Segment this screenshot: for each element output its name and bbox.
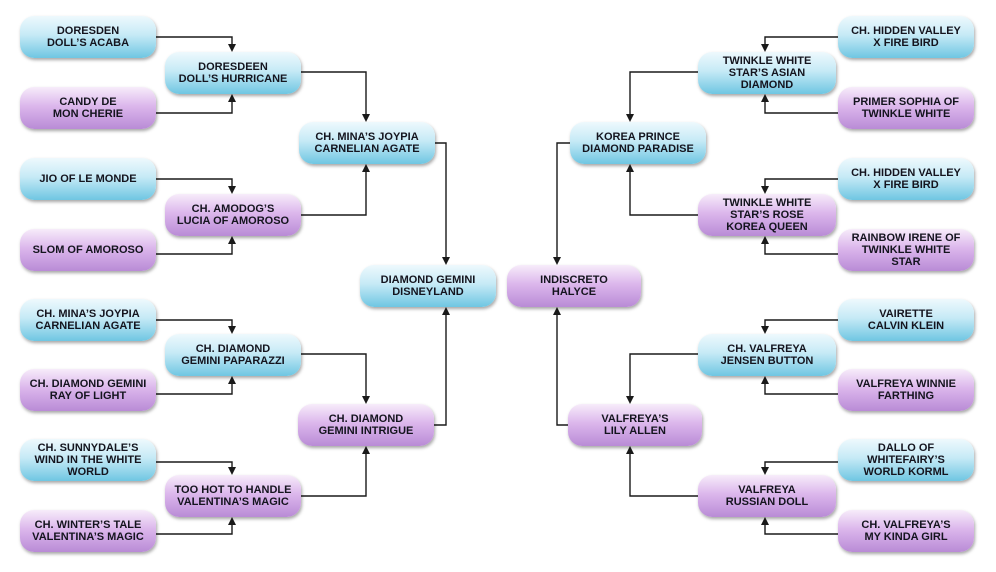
right-dam-node: VALFREYA’S LILY ALLEN <box>568 404 702 446</box>
line-r-ds-sire <box>761 319 838 334</box>
line-r-ds-dam <box>761 376 838 395</box>
left-sire-node: CH. MINA’S JOYPIA CARNELIAN AGATE <box>299 122 435 164</box>
line-r-ss-sire <box>761 36 838 52</box>
line-left-sire-sire <box>301 71 370 122</box>
right-ds-dam-node: VALFREYA WINNIE FARTHING <box>838 369 974 411</box>
line-left-sire-dam <box>301 164 370 216</box>
left-dam-dam-node: TOO HOT TO HANDLE VALENTINA’S MAGIC <box>165 475 301 517</box>
line-sd-sire <box>156 178 236 194</box>
line-r-dd-dam <box>761 517 838 535</box>
right-dam-sire-node: CH. VALFREYA JENSEN BUTTON <box>698 334 836 376</box>
line-ds-dam <box>156 376 236 395</box>
right-dd-sire-node: DALLO OF WHITEFAIRY’S WORLD KORML <box>838 439 974 481</box>
line-right-dam-sire <box>626 353 698 404</box>
line-right-sire-sire <box>626 71 698 122</box>
right-dd-dam-node: CH. VALFREYA’S MY KINDA GIRL <box>838 510 974 552</box>
right-sire-node: KOREA PRINCE DIAMOND PARADISE <box>570 122 706 164</box>
right-ss-dam-node: PRIMER SOPHIA OF TWINKLE WHITE <box>838 87 974 129</box>
right-sd-sire-node: CH. HIDDEN VALLEY X FIRE BIRD <box>838 158 974 200</box>
line-sd-dam <box>156 236 236 255</box>
line-r-sd-sire <box>761 178 838 194</box>
line-ss-sire <box>156 36 236 52</box>
line-left-dam <box>434 307 450 426</box>
left-sd-dam-node: SLOM OF AMOROSO <box>20 229 156 271</box>
left-dam-node: CH. DIAMOND GEMINI INTRIGUE <box>298 404 434 446</box>
line-right-dam <box>553 307 568 426</box>
left-ds-sire-node: CH. MINA’S JOYPIA CARNELIAN AGATE <box>20 299 156 341</box>
line-right-sire <box>553 142 570 265</box>
line-r-dd-sire <box>761 461 838 475</box>
left-ds-dam-node: CH. DIAMOND GEMINI RAY OF LIGHT <box>20 369 156 411</box>
line-ss-dam <box>156 94 236 114</box>
line-dd-sire <box>156 461 236 475</box>
line-dd-dam <box>156 517 236 535</box>
left-sire-sire-node: DORESDEEN DOLL’S HURRICANE <box>165 52 301 94</box>
left-ss-dam-node: CANDY DE MON CHERIE <box>20 87 156 129</box>
line-left-dam-sire <box>301 353 370 404</box>
left-dam-sire-node: CH. DIAMOND GEMINI PAPARAZZI <box>165 334 301 376</box>
right-ds-sire-node: VAIRETTE CALVIN KLEIN <box>838 299 974 341</box>
line-left-sire <box>435 142 450 265</box>
right-dam-dam-node: VALFREYA RUSSIAN DOLL <box>698 475 836 517</box>
line-right-dam-dam <box>626 446 698 497</box>
line-right-sire-dam <box>626 164 698 216</box>
right-sire-dam-node: TWINKLE WHITE STAR’S ROSE KOREA QUEEN <box>698 194 836 236</box>
left-ss-sire-node: DORESDEN DOLL’S ACABA <box>20 16 156 58</box>
left-sire-dam-node: CH. AMODOG’S LUCIA OF AMOROSO <box>165 194 301 236</box>
line-r-sd-dam <box>761 236 838 255</box>
right-sd-dam-node: RAINBOW IRENE OF TWINKLE WHITE STAR <box>838 229 974 271</box>
line-ds-sire <box>156 319 236 334</box>
right-root-node: INDISCRETO HALYCE <box>507 265 641 307</box>
right-ss-sire-node: CH. HIDDEN VALLEY X FIRE BIRD <box>838 16 974 58</box>
right-sire-sire-node: TWINKLE WHITE STAR’S ASIAN DIAMOND <box>698 52 836 94</box>
left-dd-sire-node: CH. SUNNYDALE’S WIND IN THE WHITE WORLD <box>20 439 156 481</box>
left-sd-sire-node: JIO OF LE MONDE <box>20 158 156 200</box>
line-r-ss-dam <box>761 94 838 114</box>
left-dd-dam-node: CH. WINTER’S TALE VALENTINA’S MAGIC <box>20 510 156 552</box>
line-left-dam-dam <box>301 446 370 497</box>
left-root-node: DIAMOND GEMINI DISNEYLAND <box>360 265 496 307</box>
